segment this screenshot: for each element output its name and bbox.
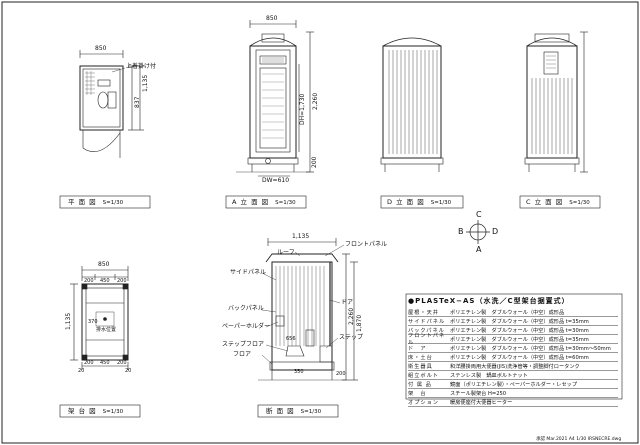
spec-value: ポリエチレン製 ダブルウォール（中空）成形品 t=35mm xyxy=(450,318,589,325)
spec-key: 付 属 品 xyxy=(408,381,432,388)
spec-value: ポリエチレン製 ダブルウォール（中空）成形品 t=35mm xyxy=(450,336,589,343)
elevation-c xyxy=(524,31,588,173)
spec-row: 架 台 スチール製架台 H=250 xyxy=(408,389,618,398)
plan-width-dim: 850 xyxy=(95,45,107,52)
spec-key: 組立ボルト xyxy=(408,372,439,379)
spec-title: ●PLASTeX−AS（水洗／C型架台据置式） xyxy=(408,297,570,305)
spec-value: ポリエチレン製 ダブルウォール（中空）成形品 t=30mm〜50mm xyxy=(450,345,611,352)
base-top-dim-1: 200 xyxy=(84,278,94,284)
spec-value: ポリエチレン製 ダブルウォール（中空）成形品 xyxy=(450,309,565,316)
callout-step-floor: ステップフロア xyxy=(222,341,265,348)
callout-door: ドア xyxy=(341,299,354,306)
spec-row: オプション 暖房便座付大便器ヒーター xyxy=(408,398,618,407)
callout-front-panel: フロントパネル xyxy=(345,241,388,248)
plan-depth-dim: 1,135 xyxy=(142,74,149,92)
spec-key: オプション xyxy=(408,399,439,406)
elev-a-base-dim: 200 xyxy=(311,156,318,168)
plan-note: 上着掛け付 xyxy=(126,63,157,70)
spec-row: 組立ボルト ステンレス製 鍋皿ボルトナット xyxy=(408,371,618,380)
spec-value: ステンレス製 鍋皿ボルトナット xyxy=(450,372,528,379)
callout-step: ステップ xyxy=(339,334,364,341)
spec-key: フロントパネル xyxy=(408,333,446,346)
plan-inner-dim: 837 xyxy=(134,96,141,108)
spec-row: 衛生器具 和洋腰掛両用大便器(JIS)洗浄管等・調整脚付ロータンク xyxy=(408,362,618,371)
base-inner-dim: 370 xyxy=(88,319,98,325)
callout-back-panel: バックパネル xyxy=(228,305,264,312)
spec-row: 床・土台 ポリエチレン製 ダブルウォール（中空）成形品 t=60mm xyxy=(408,353,618,362)
title-frames xyxy=(59,195,601,418)
spec-table: ●PLASTeX−AS（水洗／C型架台据置式） 屋根・天井ポリエチレン製 ダブル… xyxy=(408,296,618,407)
section-height-dim: 2,260 xyxy=(348,307,355,325)
elev-a-door-dim: DH=1,730 xyxy=(299,93,306,125)
base-bot-dim-2: 450 xyxy=(100,360,110,366)
elevation-a xyxy=(236,20,314,177)
spec-key: ド ア xyxy=(408,345,427,352)
section-base-dim-2: 350 xyxy=(294,369,304,375)
spec-key: 衛生器具 xyxy=(408,363,433,370)
elevation-d xyxy=(380,37,444,172)
drain-position-label: 排水位置 xyxy=(96,327,117,333)
elev-a-height-dim: 2,260 xyxy=(312,92,319,110)
callout-roof: ルーフ xyxy=(277,249,295,256)
spec-value: 鏡面（ポリエチレン製）・ペーパーホルダー・レセップ xyxy=(450,381,578,388)
spec-value: 和洋腰掛両用大便器(JIS)洗浄管等・調整脚付ロータンク xyxy=(450,363,580,370)
callout-side-panel: サイドパネル xyxy=(230,269,267,276)
compass-east: D xyxy=(492,227,499,236)
plan-view xyxy=(79,50,144,158)
spec-row: サイドパネルポリエチレン製 ダブルウォール（中空）成形品 t=35mm xyxy=(408,317,618,326)
base-side-dim-1: 20 xyxy=(78,368,85,374)
compass-rose xyxy=(466,220,490,244)
spec-row: 屋根・天井 ポリエチレン製 ダブルウォール（中空）成形品 xyxy=(408,308,618,317)
spec-row: フロントパネルポリエチレン製 ダブルウォール（中空）成形品 t=35mm xyxy=(408,333,618,346)
spec-frame xyxy=(405,293,623,400)
base-bot-dim-1: 200 xyxy=(84,360,94,366)
base-bot-dim-3: 200 xyxy=(117,360,127,366)
section-height2-dim: 1,870 xyxy=(356,314,363,332)
callout-paper-holder: ペーパーホルダー xyxy=(222,323,270,330)
spec-key: 床・土台 xyxy=(408,354,433,361)
spec-key: 屋根・天井 xyxy=(408,309,439,316)
callout-floor: フロア xyxy=(233,351,252,358)
base-top-dim-3: 200 xyxy=(117,278,127,284)
spec-value: ポリエチレン製 ダブルウォール（中空）成形品 t=60mm xyxy=(450,354,589,361)
base-view xyxy=(70,266,129,370)
spec-row: 付 属 品 鏡面（ポリエチレン製）・ペーパーホルダー・レセップ xyxy=(408,380,618,389)
section-view xyxy=(258,238,358,381)
spec-value: ポリエチレン製 ダブルウォール（中空）成形品 t=30mm xyxy=(450,327,589,334)
section-base-dim-3: 656 xyxy=(286,336,296,342)
spec-value: 暖房便座付大便器ヒーター xyxy=(450,399,513,406)
spec-key: 架 台 xyxy=(408,390,427,397)
compass-north: C xyxy=(476,210,482,219)
base-depth-dim: 1,135 xyxy=(65,312,72,330)
section-base-dim-1: 200 xyxy=(336,371,346,377)
base-width-dim: 850 xyxy=(98,261,110,268)
elev-a-width-dim: 850 xyxy=(266,15,278,22)
spec-key: バックパネル xyxy=(408,327,445,334)
compass-west: B xyxy=(458,227,464,236)
section-width-dim: 1,135 xyxy=(292,233,310,240)
compass-south: A xyxy=(476,245,482,254)
elev-a-door-width-dim: DW=610 xyxy=(262,177,290,184)
footer-note: 承認 Mar.2021 A4 1/30 IRSNECRE.dwg xyxy=(536,437,622,442)
base-side-dim-2: 20 xyxy=(125,368,132,374)
spec-row: ド ア ポリエチレン製 ダブルウォール（中空）成形品 t=30mm〜50mm xyxy=(408,344,618,353)
base-top-dim-2: 450 xyxy=(100,278,110,284)
spec-row: バックパネルポリエチレン製 ダブルウォール（中空）成形品 t=30mm xyxy=(408,326,618,335)
spec-value: スチール製架台 H=250 xyxy=(450,390,507,397)
spec-key: サイドパネル xyxy=(408,318,446,325)
